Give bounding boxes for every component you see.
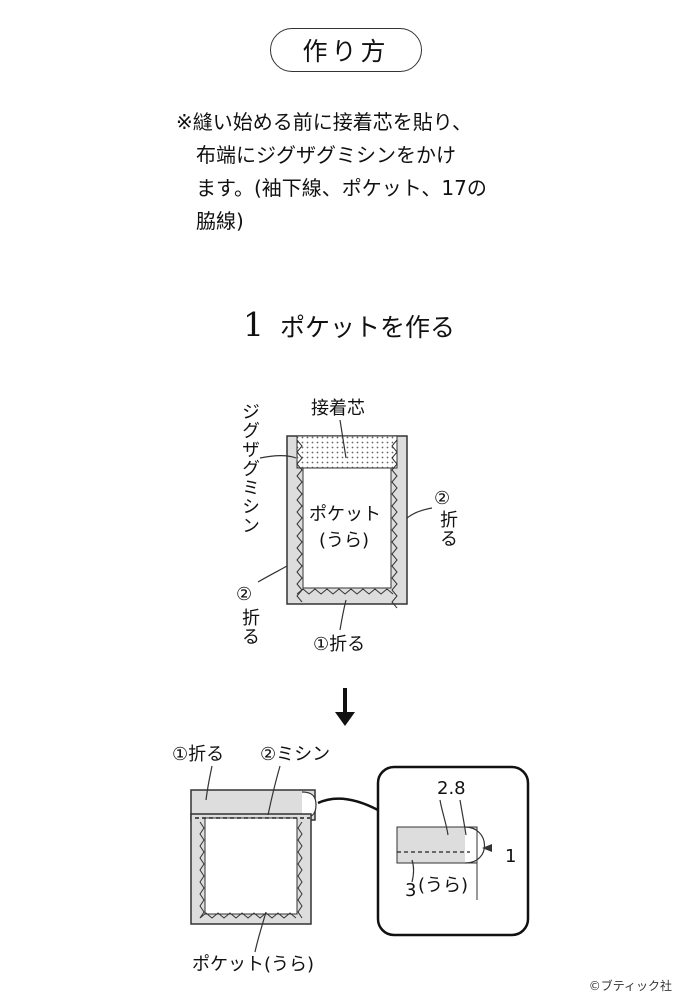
label-fold2-left-text: 折る [239,608,260,646]
label-stitch2: ②ミシン [260,744,331,765]
pocket-diagram-1 [257,419,433,631]
label-fold2-right-text: 折る [437,510,458,548]
label-fold2-left-num: ② [236,584,253,605]
page-title: 作り方 [270,28,422,72]
label-width: 2.8 [437,778,466,799]
pocket-diagram-2 [190,765,379,953]
step-title: ポケットを作る [280,313,456,342]
label-fold-1cm: 1 [505,846,517,867]
label-zigzag-stitch: ジグザグミシン [239,402,260,535]
label-pocket-reverse: ポケット(うら) [192,954,315,975]
copyright-credit: ©ブティック社 [588,979,672,993]
instruction-note: ※縫い始める前に接着芯を貼り、 布端にジグザグミシンをかけ ます。(袖下線、ポケ… [176,110,487,233]
label-pocket: ポケット [309,504,381,525]
step-heading: 1 ポケットを作る [243,305,455,344]
detail-callout [376,765,530,937]
step-number: 1 [243,305,264,344]
down-arrow-icon [335,688,355,726]
label-fold2-right-num: ② [434,488,451,509]
label-fold1-step2: ①折る [172,744,225,765]
label-fold1: ①折る [313,634,366,655]
label-detail-reverse: (うら) [418,875,469,896]
label-interfacing: 接着芯 [311,398,365,419]
label-depth: 3 [405,880,417,901]
label-reverse: (うら) [319,530,370,551]
